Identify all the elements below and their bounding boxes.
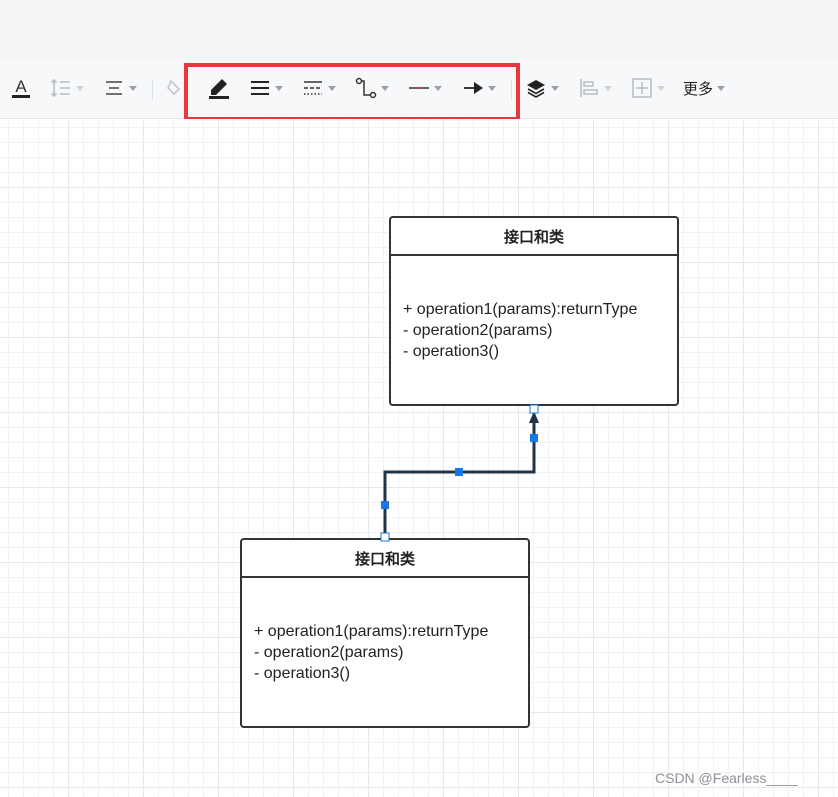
top-bar	[0, 0, 838, 58]
class-operations: + operation1(params):returnType - operat…	[391, 256, 677, 362]
chevron-down-icon	[657, 85, 665, 91]
chevron-down-icon	[328, 85, 336, 91]
class-title: 接口和类	[391, 218, 677, 256]
operation-line: + operation1(params):returnType	[403, 301, 638, 318]
distribute-icon	[580, 79, 598, 97]
line-width-icon	[251, 81, 269, 95]
align-icon	[106, 81, 122, 95]
connector-type-button[interactable]	[355, 72, 389, 104]
line-spacing-button[interactable]	[50, 72, 84, 104]
uml-class-top[interactable]: 接口和类 + operation1(params):returnType - o…	[389, 216, 679, 406]
operation-line: - operation3()	[403, 343, 500, 360]
move-button[interactable]	[631, 72, 665, 104]
start-arrow-icon	[409, 86, 429, 90]
line-color-icon	[209, 79, 229, 99]
font-color-button[interactable]: A	[10, 72, 32, 104]
class-title: 接口和类	[242, 540, 528, 578]
uml-class-bottom[interactable]: 接口和类 + operation1(params):returnType - o…	[240, 538, 530, 728]
chevron-down-icon	[604, 85, 612, 91]
chevron-down-icon	[381, 85, 389, 91]
font-color-icon: A	[12, 77, 30, 98]
line-color-button[interactable]	[207, 72, 231, 104]
layer-icon	[527, 80, 545, 98]
operation-line: + operation1(params):returnType	[254, 623, 489, 640]
toolbar-divider	[511, 80, 512, 100]
chevron-down-icon	[717, 85, 726, 91]
line-style-button[interactable]	[302, 72, 336, 104]
operation-line: - operation2(params)	[403, 322, 553, 339]
class-operations: + operation1(params):returnType - operat…	[242, 578, 528, 684]
chevron-down-icon	[551, 85, 559, 91]
end-arrow-button[interactable]	[462, 72, 496, 104]
more-label: 更多	[683, 79, 714, 98]
fill-button[interactable]	[166, 72, 186, 104]
distribute-button[interactable]	[578, 72, 612, 104]
operation-line: - operation2(params)	[254, 644, 404, 661]
line-width-button[interactable]	[249, 72, 283, 104]
line-style-icon	[304, 81, 322, 95]
more-button[interactable]: 更多	[683, 72, 726, 104]
toolbar-divider	[152, 80, 153, 100]
format-toolbar: A	[0, 58, 838, 119]
watermark: CSDN @Fearless____	[655, 770, 798, 786]
move-icon	[632, 78, 652, 98]
chevron-down-icon	[275, 85, 283, 91]
chevron-down-icon	[488, 85, 496, 91]
align-button[interactable]	[103, 72, 137, 104]
layer-button[interactable]	[525, 72, 559, 104]
svg-text:A: A	[15, 77, 27, 96]
connector-type-icon	[355, 77, 377, 99]
fill-icon	[167, 79, 181, 96]
operation-line: - operation3()	[254, 665, 351, 682]
chevron-down-icon	[129, 85, 137, 91]
chevron-down-icon	[434, 85, 442, 91]
chevron-down-icon	[76, 85, 84, 91]
end-arrow-icon	[464, 82, 483, 94]
line-spacing-icon	[50, 78, 70, 98]
start-arrow-button[interactable]	[408, 72, 442, 104]
